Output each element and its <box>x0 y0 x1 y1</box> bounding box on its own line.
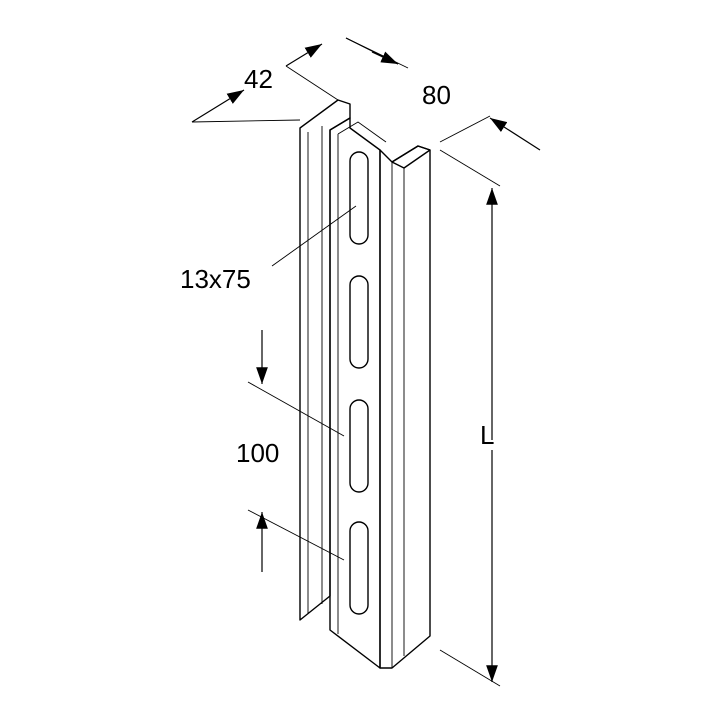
slot <box>349 399 369 493</box>
slot <box>349 521 369 615</box>
pitch-label: 100 <box>236 438 279 468</box>
dimension-pitch: 100 <box>236 330 345 572</box>
dimension-width: 80 <box>191 80 541 151</box>
slot-group <box>349 151 369 615</box>
flange-top-lip <box>391 145 431 169</box>
web-panel <box>329 117 381 669</box>
dimension-depth: 42 <box>244 37 409 101</box>
slot-label: 13x75 <box>180 264 251 294</box>
dimension-slot: 13x75 <box>180 205 357 294</box>
front-flange <box>379 145 431 669</box>
length-label: L <box>480 420 494 450</box>
channel-profile <box>299 99 431 669</box>
dimension-length: L <box>439 149 501 687</box>
slot <box>349 151 369 245</box>
depth-label: 42 <box>244 64 273 94</box>
slot <box>349 275 369 369</box>
inner-edge <box>337 121 387 143</box>
back-flange <box>299 99 351 621</box>
width-label: 80 <box>422 80 451 110</box>
